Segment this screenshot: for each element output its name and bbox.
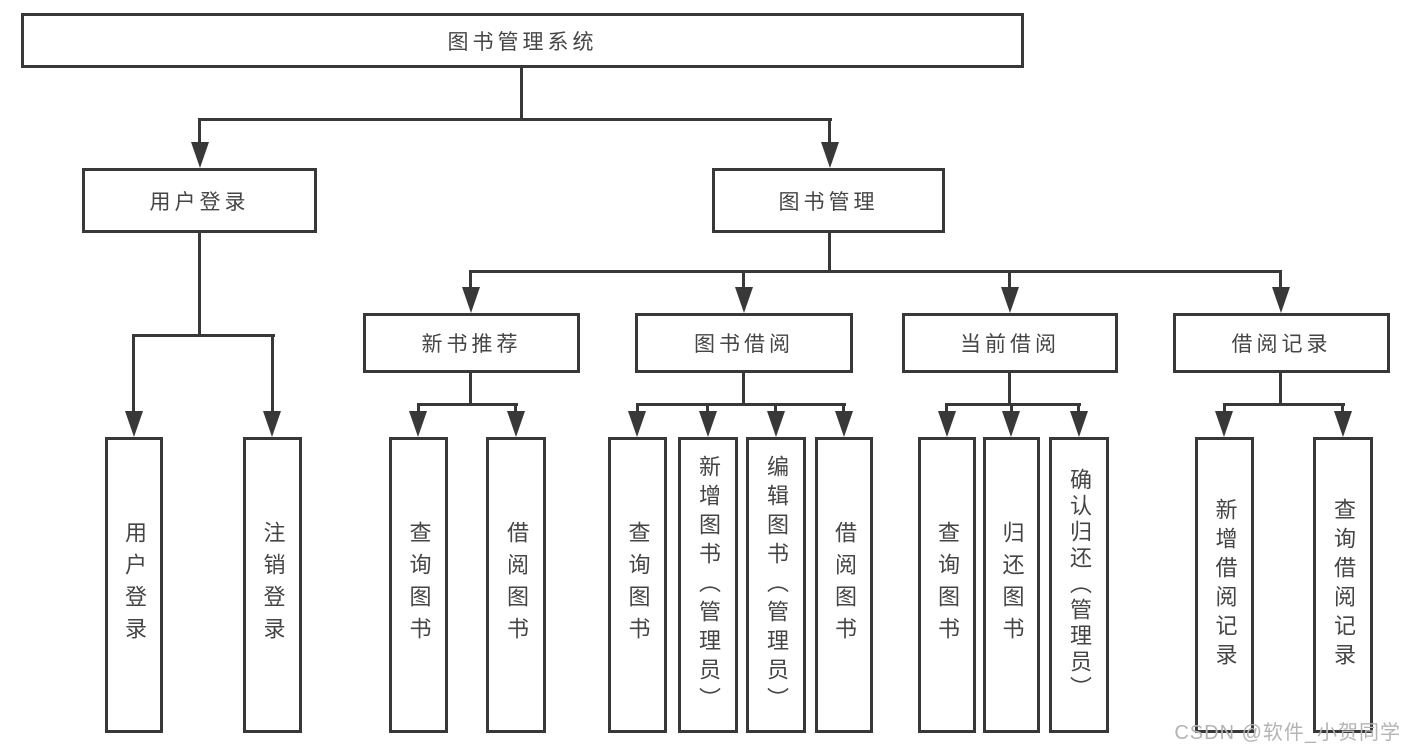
arrow-down-icon xyxy=(1001,287,1019,313)
leaf-newbook-query: 查询图书 xyxy=(389,437,448,733)
leaf-label: 新增图书（管理员） xyxy=(696,454,721,716)
connector-userlogin-stem xyxy=(198,233,201,337)
leaf-label: 用户登录 xyxy=(122,521,147,649)
connector-stub xyxy=(828,118,831,146)
arrow-down-icon xyxy=(938,411,956,437)
connector-stub xyxy=(1223,403,1226,413)
arrow-down-icon xyxy=(125,411,143,437)
leaf-current-query: 查询图书 xyxy=(918,437,976,733)
node-user-login: 用户登录 xyxy=(82,168,317,233)
leaf-record-add: 新增借阅记录 xyxy=(1195,437,1254,733)
node-label: 图书管理 xyxy=(778,190,879,214)
node-current-borrow: 当前借阅 xyxy=(902,313,1118,373)
leaf-label: 新增借阅记录 xyxy=(1212,498,1238,672)
leaf-current-return: 归还图书 xyxy=(983,437,1040,733)
connector-bookmgmt-stem xyxy=(828,233,831,272)
connector-stub xyxy=(842,403,845,413)
connector-newbook-bar xyxy=(417,403,518,406)
leaf-label: 查询图书 xyxy=(406,521,432,649)
watermark-text: CSDN @软件_小贺同学 xyxy=(1174,722,1401,744)
connector-stub xyxy=(1279,270,1282,290)
connector-stub xyxy=(1077,403,1080,413)
leaf-label: 确认归还（管理员） xyxy=(1067,468,1092,702)
connector-stub xyxy=(198,118,201,146)
leaf-borrow-add: 新增图书（管理员） xyxy=(678,437,738,733)
node-borrow-records: 借阅记录 xyxy=(1173,313,1390,373)
leaf-label: 查询图书 xyxy=(935,521,960,649)
arrow-down-icon xyxy=(462,287,480,313)
arrow-down-icon xyxy=(191,142,209,168)
connector-stub xyxy=(1008,270,1011,290)
arrow-down-icon xyxy=(1070,411,1088,437)
leaf-borrow-borrow: 借阅图书 xyxy=(815,437,873,733)
node-label: 当前借阅 xyxy=(960,333,1060,356)
connector-current-bar xyxy=(945,403,1081,406)
node-label: 新书推荐 xyxy=(421,333,522,356)
connector-borrow-stem xyxy=(742,371,745,405)
leaf-newbook-borrow: 借阅图书 xyxy=(486,437,546,733)
leaf-borrow-edit: 编辑图书（管理员） xyxy=(746,437,806,733)
leaf-label: 借阅图书 xyxy=(504,521,529,649)
connector-newbook-stem xyxy=(469,371,472,405)
leaf-label: 注销登录 xyxy=(260,521,286,649)
arrow-down-icon xyxy=(1272,287,1290,313)
connector-root-bar xyxy=(198,118,832,121)
leaf-user-login: 用户登录 xyxy=(105,437,163,733)
node-book-borrow: 图书借阅 xyxy=(635,313,853,373)
node-book-management: 图书管理 xyxy=(712,168,945,233)
connector-stub xyxy=(417,403,420,413)
connector-current-stem xyxy=(1008,371,1011,405)
arrow-down-icon xyxy=(409,411,427,437)
node-root: 图书管理系统 xyxy=(21,13,1024,68)
arrow-down-icon xyxy=(1334,411,1352,437)
arrow-down-icon xyxy=(821,142,839,168)
leaf-label: 归还图书 xyxy=(999,521,1025,649)
arrow-down-icon xyxy=(1215,411,1233,437)
leaf-label: 查询借阅记录 xyxy=(1331,498,1356,672)
connector-stub xyxy=(271,334,274,414)
arrow-down-icon xyxy=(628,411,646,437)
node-label: 图书借阅 xyxy=(694,333,794,356)
node-label: 借阅记录 xyxy=(1231,333,1332,356)
connector-stub xyxy=(945,403,948,413)
leaf-record-query: 查询借阅记录 xyxy=(1313,437,1373,733)
node-root-label: 图书管理系统 xyxy=(447,30,598,54)
connector-stub xyxy=(636,403,639,413)
arrow-down-icon xyxy=(699,411,717,437)
connector-userlogin-bar xyxy=(132,334,275,337)
connector-records-bar xyxy=(1223,403,1345,406)
connector-stub xyxy=(1010,403,1013,413)
arrow-down-icon xyxy=(767,411,785,437)
arrow-down-icon xyxy=(735,287,753,313)
leaf-label: 编辑图书（管理员） xyxy=(764,454,789,716)
connector-stub xyxy=(774,403,777,413)
node-label: 用户登录 xyxy=(149,190,250,214)
connector-stub xyxy=(742,270,745,290)
connector-stub xyxy=(514,403,517,413)
connector-root-stem xyxy=(520,66,523,120)
leaf-borrow-query: 查询图书 xyxy=(608,437,667,733)
arrow-down-icon xyxy=(263,411,281,437)
connector-stub xyxy=(132,334,135,414)
leaf-label: 借阅图书 xyxy=(832,521,857,649)
leaf-logout: 注销登录 xyxy=(243,437,302,733)
connector-bookmgmt-bar xyxy=(469,270,1282,273)
connector-borrow-bar xyxy=(636,403,846,406)
connector-stub xyxy=(706,403,709,413)
connector-stub xyxy=(1341,403,1344,413)
arrow-down-icon xyxy=(835,411,853,437)
arrow-down-icon xyxy=(1002,411,1020,437)
node-new-book-recommend: 新书推荐 xyxy=(363,313,580,373)
connector-records-stem xyxy=(1279,371,1282,405)
connector-stub xyxy=(469,270,472,290)
leaf-current-confirm: 确认归还（管理员） xyxy=(1049,437,1109,733)
arrow-down-icon xyxy=(507,411,525,437)
leaf-label: 查询图书 xyxy=(625,521,651,649)
